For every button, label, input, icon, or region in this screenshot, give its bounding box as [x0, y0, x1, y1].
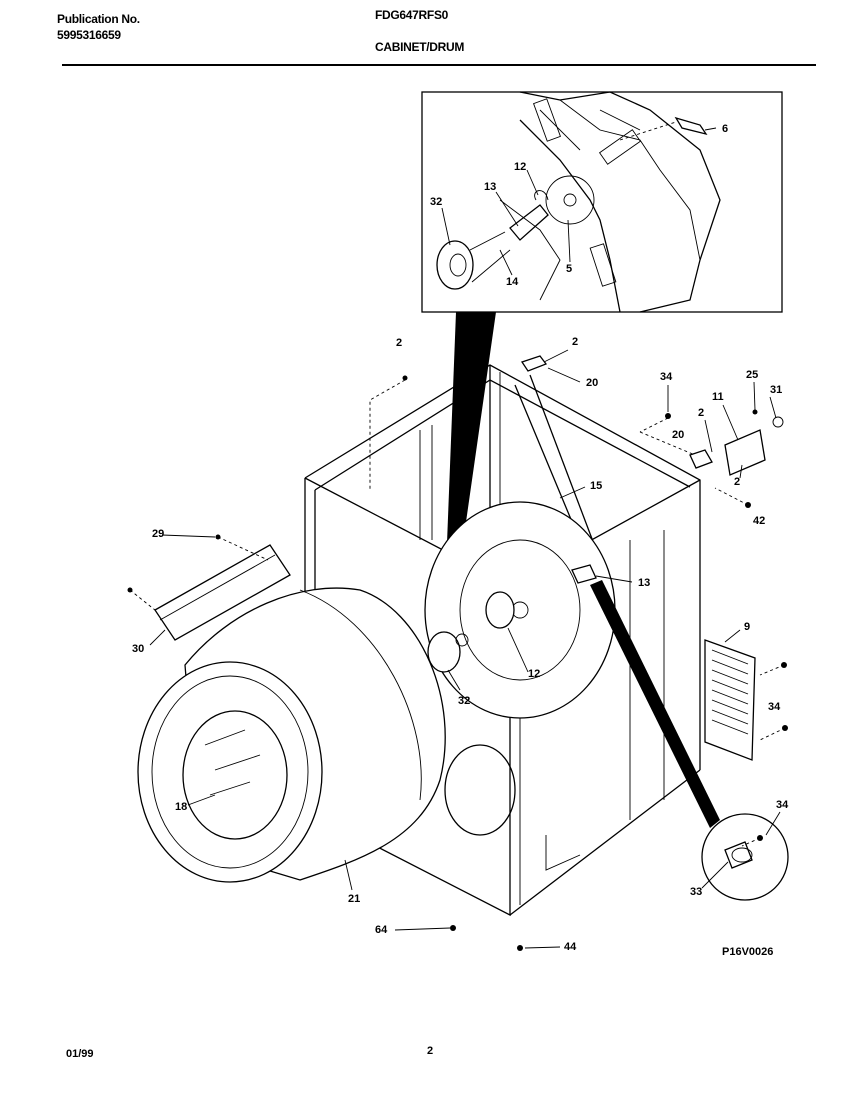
callout-32-inset: 32 — [430, 196, 442, 208]
callout-5: 5 — [566, 263, 572, 275]
callout-9: 9 — [744, 621, 750, 633]
callout-30: 30 — [132, 643, 144, 655]
page-number: 2 — [427, 1045, 434, 1057]
callout-20-side: 20 — [672, 429, 684, 441]
callout-33: 33 — [690, 886, 702, 898]
section-title: CABINET/DRUM — [375, 40, 465, 54]
publication-number: 5995316659 — [57, 28, 121, 42]
callout-34-idler: 34 — [776, 799, 789, 811]
callout-64: 64 — [375, 924, 388, 936]
callout-12-main: 12 — [528, 668, 540, 680]
publication-label: Publication No. — [57, 12, 140, 26]
callout-12-inset: 12 — [514, 161, 526, 173]
callout-2-lower: 2 — [734, 476, 740, 488]
callout-18: 18 — [175, 801, 187, 813]
callout-14: 14 — [506, 276, 519, 288]
model-number: FDG647RFS0 — [375, 8, 449, 22]
callout-31: 31 — [770, 384, 782, 396]
inset-detail — [421, 91, 783, 313]
idler-detail — [590, 580, 789, 901]
drum-strip — [154, 544, 291, 641]
callout-11: 11 — [712, 391, 724, 403]
callout-34-top: 34 — [660, 371, 673, 383]
leader-lines — [129, 379, 786, 847]
drum — [137, 587, 446, 883]
callout-2-left: 2 — [396, 337, 402, 349]
callout-20-top: 20 — [586, 377, 598, 389]
callout-25: 25 — [746, 369, 758, 381]
diagram-code: P16V0026 — [722, 946, 774, 958]
callout-labels: 6 12 13 32 14 5 2 2 20 34 25 31 11 2 20 … — [132, 123, 789, 953]
hardware — [127, 355, 788, 951]
callout-44: 44 — [564, 941, 577, 953]
publication-date: 01/99 — [66, 1048, 94, 1060]
callout-13-main: 13 — [638, 577, 650, 589]
header-rule — [62, 64, 816, 66]
callout-leaders — [149, 127, 781, 949]
callout-13-inset: 13 — [484, 181, 496, 193]
callout-29: 29 — [152, 528, 164, 540]
callout-21: 21 — [348, 893, 360, 905]
callout-32-main: 32 — [458, 695, 470, 707]
callout-15: 15 — [590, 480, 602, 492]
callout-6: 6 — [722, 123, 728, 135]
callout-2-right: 2 — [698, 407, 704, 419]
callout-42: 42 — [753, 515, 765, 527]
cabinet-frame — [304, 364, 756, 917]
callout-34-vent: 34 — [768, 701, 781, 713]
callout-2-top: 2 — [572, 336, 578, 348]
